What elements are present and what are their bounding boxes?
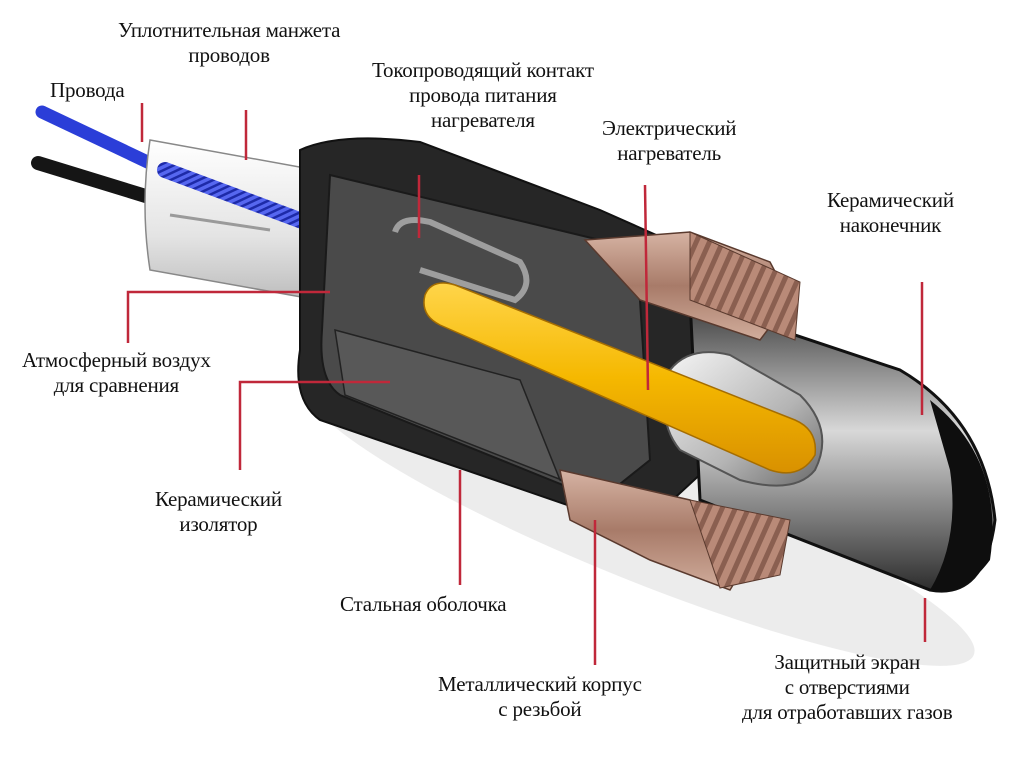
label-heater-line1: Электрический [602, 116, 737, 140]
label-seal: Уплотнительная манжета проводов [118, 18, 340, 68]
label-contact: Токопроводящий контакт провода питания н… [372, 58, 594, 133]
label-insulator: Керамический изолятор [155, 487, 282, 537]
label-threaded-body-line2: с резьбой [498, 697, 582, 721]
label-shield-line2: с отверстиями [784, 675, 910, 699]
leader-insulator [238, 380, 390, 470]
label-shield-line3: для отработавших газов [742, 700, 953, 724]
label-seal-line1: Уплотнительная манжета [118, 18, 341, 42]
label-shield-line1: Защитный экран [774, 650, 921, 674]
label-insulator-line1: Керамический [155, 487, 282, 511]
label-wires-text: Провода [50, 78, 125, 102]
label-reference-air: Атмосферный воздух для сравнения [22, 348, 211, 398]
label-wires: Провода [50, 78, 125, 103]
label-reference-air-line2: для сравнения [53, 373, 179, 397]
label-ceramic-tip-line1: Керамический [827, 188, 954, 212]
label-reference-air-line1: Атмосферный воздух [22, 348, 211, 372]
leader-lines [126, 103, 927, 665]
label-heater: Электрический нагреватель [602, 116, 736, 166]
label-steel-shell: Стальная оболочка [340, 592, 507, 617]
label-threaded-body: Металлический корпус с резьбой [438, 672, 642, 722]
label-insulator-line2: изолятор [179, 512, 258, 536]
leader-reference-air [126, 290, 330, 343]
leader-heater [643, 184, 650, 391]
seal-boot-groove [169, 213, 271, 232]
label-ceramic-tip: Керамический наконечник [827, 188, 954, 238]
label-contact-line1: Токопроводящий контакт [372, 58, 594, 82]
contact-clip [392, 217, 530, 304]
label-seal-line2: проводов [188, 43, 270, 67]
label-steel-shell-text: Стальная оболочка [340, 592, 507, 616]
thread-teeth-top [689, 231, 801, 341]
label-heater-line2: нагреватель [617, 141, 722, 165]
thread-teeth-bottom [689, 499, 791, 589]
label-threaded-body-line1: Металлический корпус [438, 672, 642, 696]
label-shield: Защитный экран с отверстиями для отработ… [742, 650, 953, 725]
label-ceramic-tip-line2: наконечник [839, 213, 942, 237]
shield-opening [930, 400, 993, 592]
label-contact-line2: провода питания [409, 83, 557, 107]
label-contact-line3: нагревателя [431, 108, 535, 132]
heater-rod [423, 282, 817, 474]
